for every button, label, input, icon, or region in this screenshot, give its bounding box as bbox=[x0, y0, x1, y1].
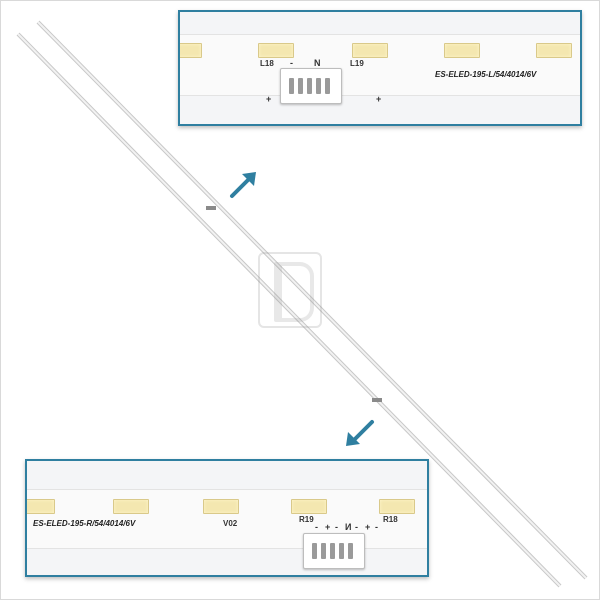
led-strip-right bbox=[36, 20, 588, 580]
polarity-mark: - bbox=[355, 522, 358, 532]
strip-connector-bottom bbox=[372, 398, 382, 402]
model-text: ES-ELED-195-R/54/4014/6V bbox=[33, 519, 136, 528]
inset-right-strip-closeup: ES-ELED-195-R/54/4014/6V V02 R19 R18 - +… bbox=[25, 459, 429, 577]
polarity-mark: - bbox=[375, 522, 378, 532]
polarity-mark: - bbox=[315, 522, 318, 532]
led-chip bbox=[258, 43, 294, 58]
polarity-mark: + bbox=[266, 94, 272, 104]
led-chip bbox=[444, 43, 480, 58]
led-label-left: R19 bbox=[299, 515, 314, 524]
version-label: V02 bbox=[223, 519, 238, 528]
led-strip-left bbox=[16, 32, 562, 588]
polarity-mark: + bbox=[376, 94, 382, 104]
arrow-up-right-icon bbox=[230, 172, 256, 198]
led-chip bbox=[291, 499, 327, 514]
led-label-right: L19 bbox=[350, 59, 364, 68]
polarity-mark: - bbox=[290, 58, 293, 68]
led-chip bbox=[113, 499, 149, 514]
arrow-down-left-icon bbox=[346, 420, 374, 446]
led-chip bbox=[27, 499, 55, 514]
inset-left-strip-closeup: L18 L19 ES-ELED-195-L/54/4014/6V + - N + bbox=[178, 10, 582, 126]
polarity-mark: + bbox=[365, 522, 371, 532]
polarity-mark: - bbox=[335, 522, 338, 532]
model-text: ES-ELED-195-L/54/4014/6V bbox=[435, 70, 537, 79]
led-chip bbox=[203, 499, 239, 514]
led-chip bbox=[379, 499, 415, 514]
strip-connector-top bbox=[206, 206, 216, 210]
polarity-mark: + bbox=[325, 522, 331, 532]
led-chip bbox=[180, 43, 202, 58]
connector bbox=[303, 533, 365, 569]
polarity-mark: N bbox=[314, 58, 321, 68]
led-chip bbox=[352, 43, 388, 58]
led-label-left: L18 bbox=[260, 59, 274, 68]
led-label-right: R18 bbox=[383, 515, 398, 524]
logo-watermark bbox=[258, 252, 322, 328]
polarity-mark: И bbox=[345, 522, 352, 532]
led-chip bbox=[536, 43, 572, 58]
connector bbox=[280, 68, 342, 104]
